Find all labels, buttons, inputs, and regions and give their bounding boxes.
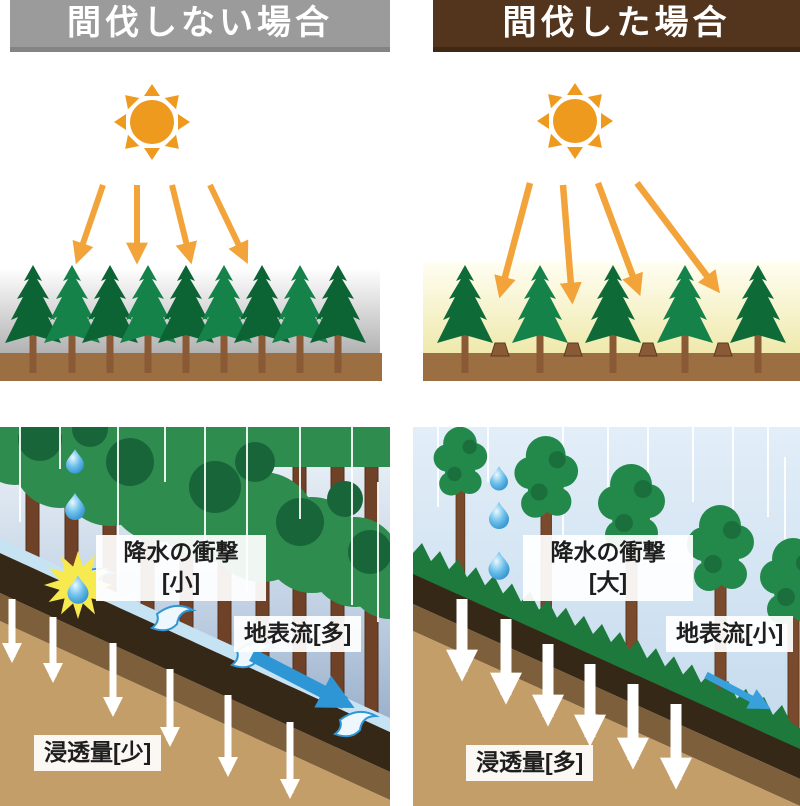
impact-label-line1: 降水の衝撃 bbox=[550, 539, 666, 565]
infiltration-arrows bbox=[446, 599, 692, 790]
sunlight-arrow-icon bbox=[594, 181, 643, 297]
panel-sunlight-no-thinning bbox=[0, 60, 390, 391]
surface-flow-label: 地表流[多] bbox=[234, 616, 362, 652]
sunlight-arrow-icon bbox=[494, 182, 534, 299]
sunlight-arrow-icon bbox=[207, 183, 249, 264]
stump-icon bbox=[563, 342, 583, 357]
panel-slope-thinning: 降水の衝撃 [大] 地表流[小] 浸透量[多] bbox=[413, 427, 800, 806]
panel-sunlight-thinning bbox=[413, 60, 800, 391]
impact-label: 降水の衝撃 [大] bbox=[523, 535, 693, 601]
sunlight-arrow-icon bbox=[559, 184, 582, 305]
ground-strip bbox=[0, 353, 382, 381]
impact-label: 降水の衝撃 [小] bbox=[96, 535, 266, 601]
stump-icon bbox=[638, 342, 658, 357]
impact-label-line1: 降水の衝撃 bbox=[123, 539, 239, 565]
infiltration-arrows bbox=[2, 599, 300, 799]
stump-icon bbox=[490, 342, 510, 357]
impact-label-line2: [大] bbox=[588, 568, 628, 595]
panel-slope-no-thinning: 降水の衝撃 [小] 地表流[多] 浸透量[少] bbox=[0, 427, 390, 806]
surface-flow-label: 地表流[小] bbox=[666, 616, 794, 652]
stumps bbox=[490, 342, 733, 357]
grass-understory bbox=[413, 543, 800, 749]
runoff-arrow-icon bbox=[249, 649, 355, 709]
topsoil-dark bbox=[0, 553, 390, 772]
sunlight-arrows bbox=[494, 181, 720, 305]
impact-label-line2: [小] bbox=[161, 568, 201, 595]
header-no-thinning: 間伐しない場合 bbox=[10, 0, 390, 52]
infiltration-label: 浸透量[少] bbox=[34, 735, 162, 771]
sun-icon bbox=[537, 83, 613, 159]
infiltration-label: 浸透量[多] bbox=[466, 745, 594, 781]
stump-icon bbox=[713, 342, 733, 357]
sunlight-arrow-icon bbox=[634, 181, 720, 294]
runoff-arrow-icon bbox=[704, 671, 771, 710]
sunlight-arrow-icon bbox=[169, 184, 197, 265]
sun-icon bbox=[114, 84, 190, 160]
header-thinning: 間伐した場合 bbox=[433, 0, 800, 52]
sunlight-arrow-icon bbox=[72, 184, 106, 265]
raindrops bbox=[488, 466, 510, 580]
rain-streaks bbox=[19, 427, 379, 622]
sunlight-arrows bbox=[72, 183, 249, 265]
